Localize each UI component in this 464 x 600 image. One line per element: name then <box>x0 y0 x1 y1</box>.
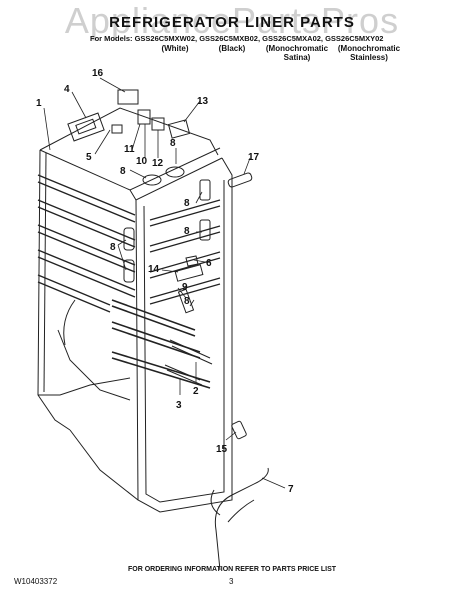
model-list: For Models: GSS26C5MXW02, GSS26C5MXB02, … <box>90 34 384 43</box>
callout-16: 16 <box>92 68 104 79</box>
callout-8-front-lower: 8 <box>184 226 190 237</box>
callout-10: 10 <box>136 156 148 167</box>
callout-8-mid: 8 <box>184 296 190 307</box>
callout-6: 6 <box>206 258 212 269</box>
callout-5: 5 <box>86 152 92 163</box>
callout-14: 14 <box>148 264 160 275</box>
callout-8-top: 8 <box>170 138 176 149</box>
page-title: REFRIGERATOR LINER PARTS <box>109 14 355 31</box>
callout-2: 2 <box>193 386 199 397</box>
callout-7: 7 <box>288 484 294 495</box>
callout-13: 13 <box>197 96 209 107</box>
callout-4: 4 <box>64 84 70 95</box>
callout-12: 12 <box>152 158 164 169</box>
document-number: W10403372 <box>14 577 58 586</box>
callout-15: 15 <box>216 444 228 455</box>
variant-black: (Black) <box>218 44 246 53</box>
callout-8-side: 8 <box>110 242 116 253</box>
variant-stainless: (Monochromatic Stainless) <box>337 44 401 62</box>
callout-1: 1 <box>36 98 42 109</box>
callout-8-left: 8 <box>120 166 126 177</box>
callout-3: 3 <box>176 400 182 411</box>
watermark-text: AppliancePartsPros <box>64 0 400 41</box>
variant-white: (White) <box>161 44 189 53</box>
page-number: 3 <box>229 577 234 586</box>
callout-labels: 1 4 16 13 5 11 10 12 8 8 17 8 8 8 6 14 9… <box>36 68 294 495</box>
callout-11: 11 <box>124 144 135 155</box>
leader-lines <box>43 77 286 489</box>
refrigerator-liner <box>37 89 269 571</box>
callout-9: 9 <box>182 282 188 293</box>
variant-satina: (Monochromatic Satina) <box>265 44 329 62</box>
ordering-note: FOR ORDERING INFORMATION REFER TO PARTS … <box>127 566 337 573</box>
callout-8-front-upper: 8 <box>184 198 190 209</box>
callout-17: 17 <box>248 152 260 163</box>
color-variants: (White) (Black) (Monochromatic Satina) (… <box>0 44 464 74</box>
